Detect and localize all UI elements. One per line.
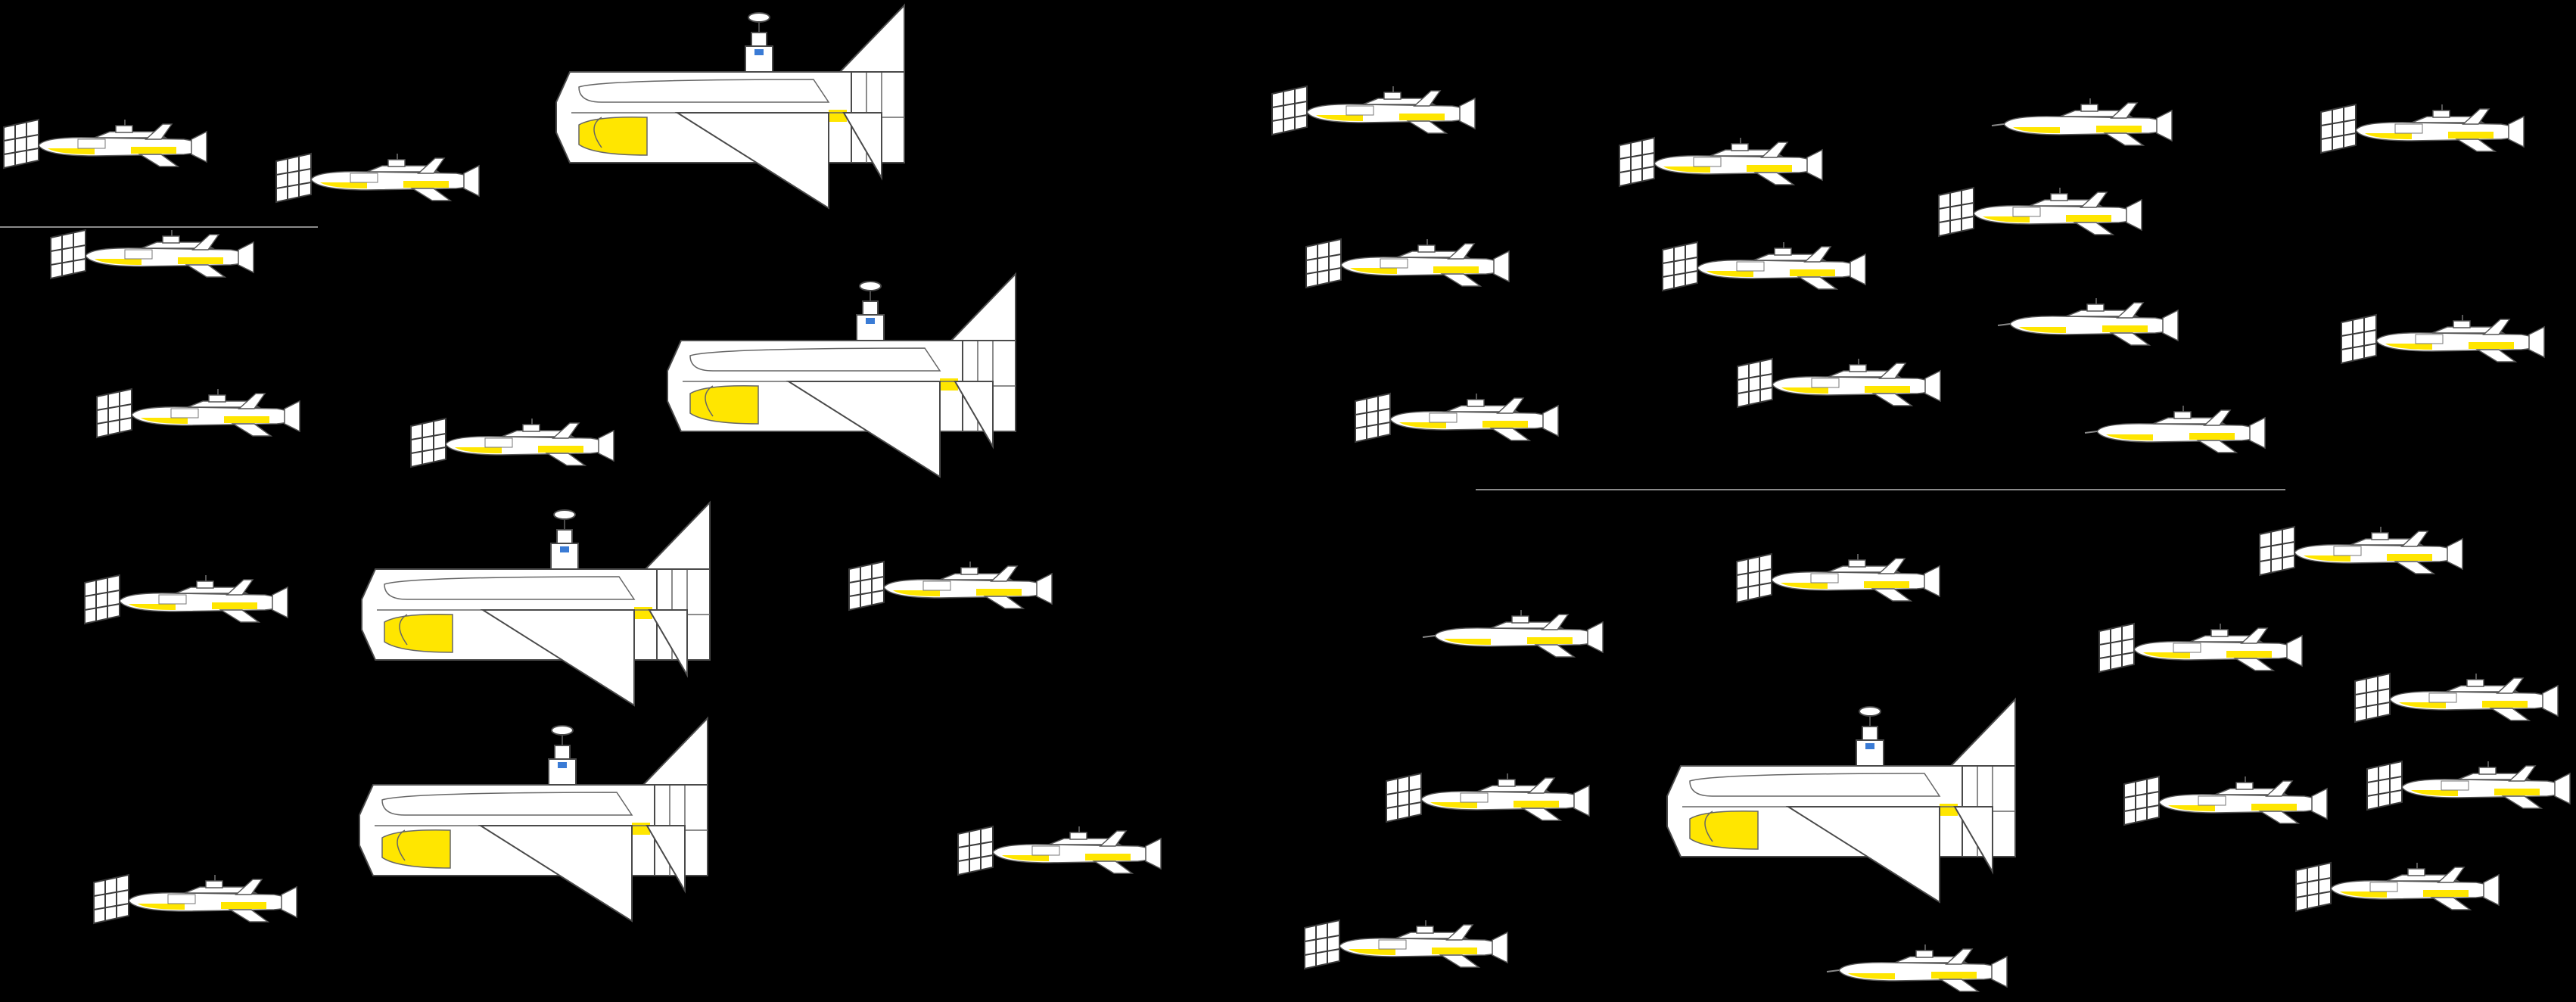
carrier-ship-icon[interactable] bbox=[555, 5, 905, 209]
carrier-ship-icon[interactable] bbox=[1666, 699, 2016, 903]
fighter-ship-icon[interactable] bbox=[1422, 609, 1604, 658]
fighter-ship-icon[interactable] bbox=[1619, 137, 1823, 187]
fighter-ship-icon[interactable] bbox=[1991, 98, 2173, 146]
fighter-ship-icon[interactable] bbox=[848, 561, 1053, 611]
fighter-ship-icon[interactable] bbox=[1304, 920, 1508, 969]
fighter-ship-icon[interactable] bbox=[1737, 358, 1941, 408]
fighter-ship-icon[interactable] bbox=[1826, 944, 2008, 992]
fighter-ship-icon[interactable] bbox=[2366, 761, 2571, 811]
carrier-ship-icon[interactable] bbox=[359, 717, 708, 922]
fighter-ship-icon[interactable] bbox=[275, 153, 480, 203]
fighter-ship-icon[interactable] bbox=[1386, 773, 1590, 823]
fighter-ship-icon[interactable] bbox=[2320, 104, 2525, 154]
fighter-ship-icon[interactable] bbox=[410, 418, 614, 468]
fighter-ship-icon[interactable] bbox=[957, 826, 1162, 876]
fighter-ship-icon[interactable] bbox=[2295, 862, 2500, 912]
fighter-ship-icon[interactable] bbox=[1355, 393, 1559, 443]
carrier-ship-icon[interactable] bbox=[667, 273, 1016, 478]
carrier-ship-icon[interactable] bbox=[361, 502, 711, 706]
fighter-ship-icon[interactable] bbox=[50, 229, 254, 279]
fighter-ship-icon[interactable] bbox=[1736, 553, 1940, 603]
fighter-ship-icon[interactable] bbox=[2084, 405, 2266, 453]
fighter-ship-icon[interactable] bbox=[2341, 314, 2545, 364]
fighter-ship-icon[interactable] bbox=[2098, 623, 2303, 673]
fighter-ship-icon[interactable] bbox=[1997, 297, 2179, 346]
fighter-ship-icon[interactable] bbox=[1305, 238, 1510, 288]
fighter-ship-icon[interactable] bbox=[2259, 526, 2463, 576]
fighter-ship-icon[interactable] bbox=[1938, 187, 2142, 237]
fighter-ship-icon[interactable] bbox=[93, 874, 297, 924]
fighter-ship-icon[interactable] bbox=[1271, 86, 1476, 135]
fighter-ship-icon[interactable] bbox=[3, 119, 207, 169]
fighter-ship-icon[interactable] bbox=[1662, 241, 1866, 291]
fighter-ship-icon[interactable] bbox=[84, 574, 288, 624]
fighter-ship-icon[interactable] bbox=[2123, 776, 2328, 826]
fighter-ship-icon[interactable] bbox=[96, 388, 300, 438]
fighter-ship-icon[interactable] bbox=[2354, 673, 2559, 723]
